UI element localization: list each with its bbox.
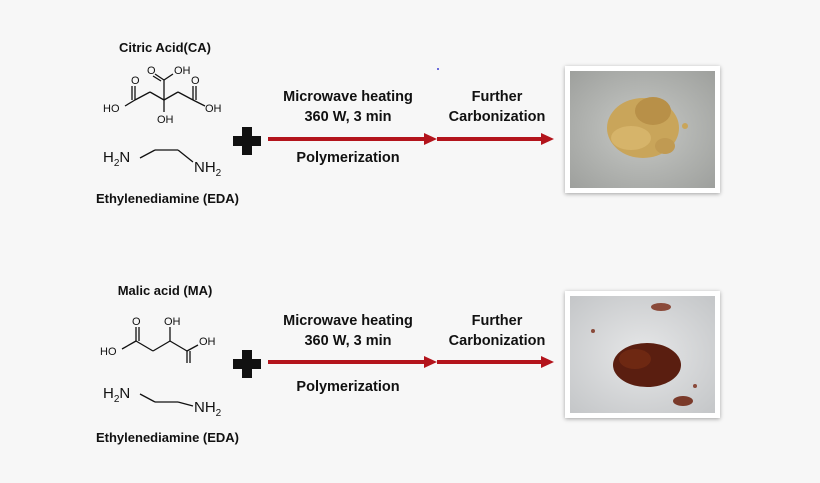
atom-h: H — [103, 149, 114, 166]
atom-o: O — [132, 316, 141, 328]
product-photo-ma — [565, 291, 720, 418]
step2-line2: Carbonization — [448, 109, 546, 125]
step1-line1: Microwave heating — [283, 313, 413, 329]
step1-line2: 360 W, 3 min — [304, 109, 392, 125]
subscript-2: 2 — [216, 408, 222, 419]
step1-sub-row1: Polymerization — [296, 150, 400, 166]
atom-nh: NH — [194, 159, 216, 176]
atom-oh: OH — [205, 103, 222, 115]
arrow-icon — [268, 356, 437, 368]
atom-n: N — [119, 149, 130, 166]
citric-acid-structure: O O O OH HO OH OH — [103, 65, 222, 126]
atom-o: O — [191, 75, 200, 87]
ethylenediamine-structure: H2N NH2 — [103, 385, 222, 419]
subscript-2: 2 — [216, 168, 222, 179]
step1-label-row2: Microwave heating 360 W, 3 min — [268, 311, 428, 351]
acid-name-ma: Malic acid (MA) — [117, 283, 213, 298]
atom-h: H — [103, 385, 114, 402]
plus-icon — [233, 127, 261, 155]
atom-oh: OH — [164, 316, 181, 328]
atom-ho: HO — [100, 346, 117, 358]
atom-nh: NH — [194, 399, 216, 416]
atom-o: O — [147, 65, 156, 77]
amine-name-eda: Ethylenediamine (EDA) — [95, 191, 240, 206]
step1-sub-row2: Polymerization — [296, 379, 400, 395]
svg-text:NH2: NH2 — [194, 159, 222, 179]
svg-text:H2N: H2N — [103, 385, 130, 405]
malic-acid-structure: O OH HO OH — [100, 316, 216, 363]
subscript-2: 2 — [114, 158, 120, 169]
acid-name-ca: Citric Acid(CA) — [119, 40, 211, 55]
atom-o: O — [131, 75, 140, 87]
plus-icon — [233, 350, 261, 378]
step2-label-row2: Further Carbonization — [437, 311, 557, 351]
arrow-icon — [437, 356, 554, 368]
product-photo-ca — [565, 66, 720, 193]
step2-line2: Carbonization — [448, 333, 546, 349]
step2-label-row1: Further Carbonization — [437, 87, 557, 127]
ethylenediamine-structure: H2N NH2 — [103, 149, 222, 179]
svg-text:H2N: H2N — [103, 149, 130, 169]
atom-oh: OH — [174, 65, 191, 77]
stray-dot — [437, 68, 439, 70]
step1-label-row1: Microwave heating 360 W, 3 min — [268, 87, 428, 127]
arrow-icon — [268, 133, 437, 145]
svg-text:NH2: NH2 — [194, 399, 222, 419]
step2-line1: Further — [471, 89, 523, 105]
step1-line2: 360 W, 3 min — [304, 333, 392, 349]
subscript-2: 2 — [114, 394, 120, 405]
step1-line1: Microwave heating — [283, 89, 413, 105]
step2-line1: Further — [471, 313, 523, 329]
atom-oh: OH — [199, 336, 216, 348]
atom-ho: HO — [103, 103, 120, 115]
arrow-icon — [437, 133, 554, 145]
atom-n: N — [119, 385, 130, 402]
amine-name-eda-2: Ethylenediamine (EDA) — [95, 430, 240, 445]
atom-oh: OH — [157, 114, 174, 126]
